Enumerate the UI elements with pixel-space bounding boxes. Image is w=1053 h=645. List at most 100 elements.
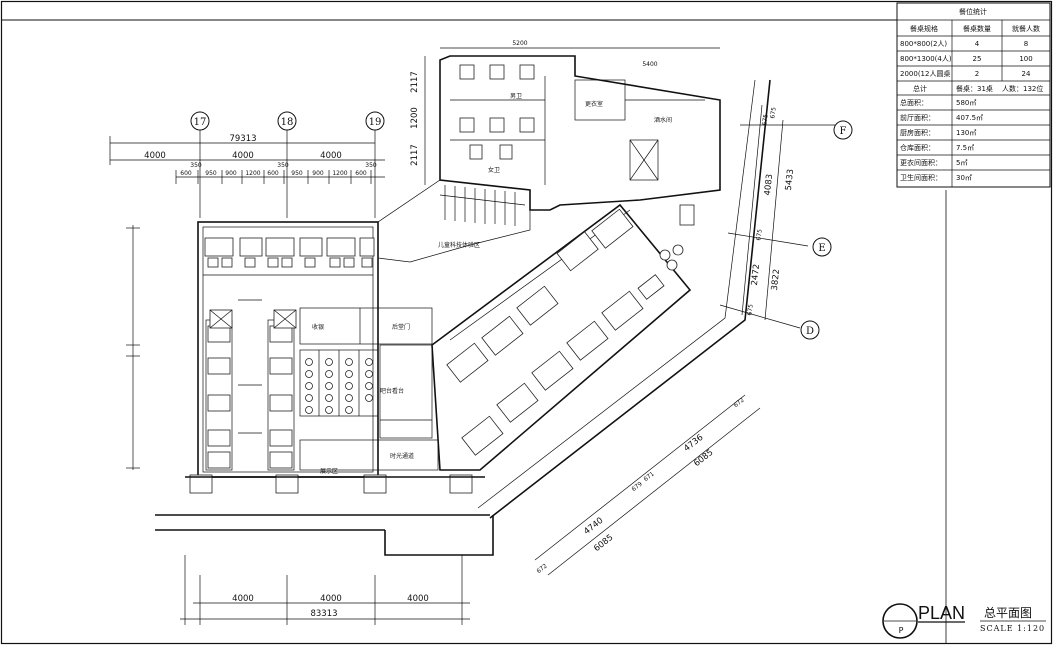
dim-sub: 900 [312, 170, 324, 177]
summary-header-spec: 餐桌规格 [910, 24, 938, 33]
seat-summary-table: 餐位统计 餐桌规格 餐桌数量 就餐人数 800*800(2人) 4 8 800*… [896, 2, 1051, 188]
dim-vert: 2117 [410, 71, 420, 93]
room-bar: 吧台看台 [380, 387, 404, 395]
plan-title-block: P PLAN 总平面图 SCALE 1:120 [882, 603, 1046, 639]
summary-row-count: 2 [975, 70, 979, 78]
left-dimensions [126, 225, 140, 470]
room-kids: 儿童科技体验区 [438, 241, 480, 249]
kids-zone: 儿童科技体验区 [377, 179, 531, 263]
dim-sub: 600 [180, 170, 192, 177]
room-cashier: 收银 [312, 323, 324, 331]
washroom-block: 男卫 女卫 更衣室 酒水间 5200 5400 2117 1200 2117 [410, 40, 721, 211]
area-label: 总面积： [900, 98, 928, 107]
bottom-dimensions: 4000 4000 4000 83313 [180, 555, 470, 625]
dim-sub: 600 [267, 170, 279, 177]
dim-bottom-4000: 4000 [232, 594, 254, 604]
room-wine: 酒水间 [654, 116, 672, 124]
dim-sub: 600 [355, 170, 367, 177]
dining-wing-diagonal [431, 203, 695, 471]
summary-header-count: 餐桌数量 [963, 24, 991, 33]
area-value: 580㎡ [956, 99, 976, 107]
area-value: 30㎡ [956, 174, 972, 182]
summary-row-people: 24 [1022, 70, 1031, 78]
street-band [155, 514, 494, 556]
plan-label: PLAN [918, 603, 965, 623]
dim-sub: 1200 [245, 170, 260, 177]
summary-total-label: 总计 [913, 84, 927, 93]
dim-diag: 671 [642, 470, 655, 483]
axis-18-label: 18 [281, 117, 294, 128]
dim-sub: 1200 [332, 170, 347, 177]
summary-total-people: 人数：132位 [1002, 84, 1043, 93]
dining-hall-left: 收银 后堂门 吧台看台 时光通道 展示区 [185, 221, 485, 494]
dim-right: 675 [769, 107, 777, 119]
area-value: 5㎡ [956, 159, 967, 167]
dim-right: 5433 [784, 169, 796, 192]
summary-row-count: 25 [973, 55, 982, 63]
dim-diag: 6085 [692, 448, 715, 469]
axis-D-marker [800, 320, 820, 340]
dim-bottom-total: 83313 [310, 609, 337, 619]
summary-row-spec: 800*1300(4人) [900, 55, 952, 63]
axis-17-marker [190, 111, 210, 131]
axis-D-label: D [806, 326, 814, 337]
top-dimensions: 17 18 19 79313 4000 4000 4000 350 350 35… [109, 111, 385, 218]
dim-diag: 672 [535, 562, 548, 575]
room-entry: 展示区 [320, 468, 338, 475]
room-male-wc: 男卫 [510, 93, 522, 100]
area-label: 卫生间面积： [900, 173, 942, 182]
dim-right: 2472 [750, 264, 762, 287]
dim-diag: 679 [630, 480, 643, 493]
dim-diag: 4736 [682, 433, 705, 454]
dim-diag: 672 [732, 396, 745, 409]
diagonal-dimensions: 4740 6085 4736 6085 672 672 679 671 [534, 394, 761, 576]
axis-19-label: 19 [369, 117, 382, 128]
summary-row-spec: 2000(12人圆桌 [900, 69, 950, 78]
room-changing: 更衣室 [585, 100, 603, 108]
dim-diag: 6085 [592, 533, 615, 554]
plan-name: 总平面图 [984, 606, 1032, 620]
area-label: 仓库面积： [900, 143, 935, 152]
dim-bottom-4000: 4000 [407, 594, 429, 604]
area-label: 厨房面积： [900, 128, 935, 137]
dim-right: 4083 [763, 174, 775, 197]
dim-top-total: 79313 [229, 134, 256, 144]
dim-vert: 1200 [410, 107, 420, 129]
dim-vert: 2117 [410, 144, 420, 166]
dim-top-4000: 4000 [144, 151, 166, 161]
axis-E-marker [812, 237, 832, 257]
room-back-door: 后堂门 [392, 323, 410, 331]
area-value: 407.5㎡ [956, 114, 983, 122]
dim-right: 675 [761, 114, 769, 126]
summary-header-people: 就餐人数 [1012, 24, 1040, 33]
area-value: 130㎡ [956, 129, 976, 137]
dim-right: 675 [746, 304, 754, 316]
dim-top-350: 350 [190, 162, 202, 169]
right-facade: F E D 675 675 4083 5433 675 2472 3822 67… [477, 79, 853, 519]
axis-F-marker [833, 120, 853, 140]
dim-sub: 900 [225, 170, 237, 177]
summary-total-tables: 餐桌：31桌 [956, 84, 993, 93]
axis-17-label: 17 [194, 117, 207, 128]
room-female-wc: 女卫 [488, 166, 500, 174]
summary-row-people: 100 [1019, 55, 1032, 63]
axis-18-marker [277, 111, 297, 131]
summary-row-spec: 800*800(2人) [900, 40, 947, 48]
dim-top-4000: 4000 [232, 151, 254, 161]
axis-F-label: F [840, 126, 847, 137]
dim-right: 675 [755, 229, 763, 241]
dim-top-350: 350 [365, 162, 377, 169]
plan-symbol-letter: P [899, 626, 904, 635]
area-value: 7.5㎡ [956, 144, 974, 152]
dim-top-350: 350 [277, 162, 289, 169]
dim-wc-width-2: 5400 [642, 61, 657, 68]
area-label: 前厅面积： [900, 113, 935, 122]
summary-row-people: 8 [1024, 40, 1028, 48]
dim-top-4000: 4000 [320, 151, 342, 161]
room-passage: 时光通道 [390, 452, 414, 460]
dim-bottom-4000: 4000 [320, 594, 342, 604]
summary-title: 餐位统计 [959, 7, 987, 16]
axis-19-marker [365, 111, 385, 131]
